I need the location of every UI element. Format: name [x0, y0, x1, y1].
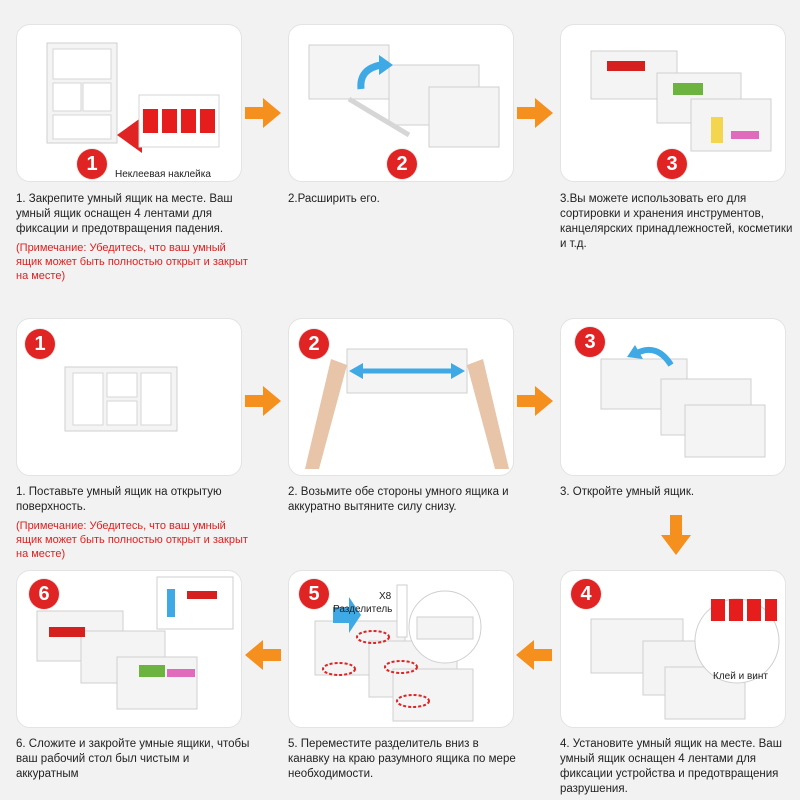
- divider-label: Разделитель: [333, 604, 393, 615]
- step-badge: 2: [387, 149, 417, 179]
- closed-organizer-illustration: [46, 42, 220, 153]
- bottom-step5-card: 5 X8 Разделитель: [288, 570, 514, 728]
- bottom-step3-text: 3. Откройте умный ящик.: [560, 486, 695, 498]
- organizer-on-surface-illustration: [64, 366, 178, 432]
- bottom-step4-text: 4. Установите умный ящик на месте. Ваш у…: [560, 738, 782, 795]
- pulling-organizer-illustration: [305, 348, 509, 469]
- top-step3-card: 3: [560, 24, 786, 182]
- down-arrow-icon: [661, 515, 691, 555]
- top-step2-text: 2.Расширить его.: [288, 193, 380, 205]
- bottom-step6-text: 6. Сложите и закройте умные ящики, чтобы…: [16, 738, 250, 780]
- step-badge: 6: [29, 579, 59, 609]
- bottom-step2-card: 2: [288, 318, 514, 476]
- step-badge: 2: [299, 329, 329, 359]
- step-badge: 3: [575, 327, 605, 357]
- x8-label: X8: [379, 591, 392, 602]
- top-step2-card: 2: [288, 24, 514, 182]
- bottom-step6-card: 6: [16, 570, 242, 728]
- right-arrow-icon: [245, 386, 281, 416]
- top-step1-text: 1. Закрепите умный ящик на месте. Ваш ум…: [16, 192, 250, 283]
- step-badge: 3: [657, 149, 687, 179]
- bottom-step5-text: 5. Переместите разделитель вниз в канавк…: [288, 738, 516, 780]
- filled-organizer-illustration: [590, 50, 772, 152]
- bottom-step2-text: 2. Возьмите обе стороны умного ящика и а…: [288, 486, 509, 513]
- top-step1-note: (Примечание: Убедитесь, что ваш умный ящ…: [16, 242, 248, 282]
- bottom-step4-card: 4 Клей и винт: [560, 570, 786, 728]
- top-step3-text: 3.Вы можете использовать его для сортиро…: [560, 193, 793, 250]
- expanding-organizer-illustration: [308, 44, 500, 148]
- bottom-step1-note: (Примечание: Убедитесь, что ваш умный ящ…: [16, 520, 248, 560]
- opening-organizer-illustration: [600, 345, 766, 458]
- glue-label: Клей и винт: [713, 671, 768, 682]
- step-badge: 1: [77, 149, 107, 179]
- right-arrow-icon: [517, 98, 553, 128]
- top-step1-card: 1 Неклеевая наклейка: [16, 24, 242, 182]
- right-arrow-icon: [517, 386, 553, 416]
- left-arrow-icon: [516, 640, 552, 670]
- left-arrow-icon: [245, 640, 281, 670]
- bottom-step1-text: 1. Поставьте умный ящик на открытую пове…: [16, 485, 250, 561]
- step-badge: 5: [299, 579, 329, 609]
- organized-workspace-illustration: [36, 576, 234, 710]
- step-badge: 1: [25, 329, 55, 359]
- sticker-label: Неклеевая наклейка: [115, 169, 211, 180]
- installed-organizer-illustration: [590, 598, 780, 720]
- bottom-step3-card: 3: [560, 318, 786, 476]
- divider-placement-illustration: [314, 584, 482, 722]
- step-badge: 4: [571, 579, 601, 609]
- right-arrow-icon: [245, 98, 281, 128]
- bottom-step1-card: 1: [16, 318, 242, 476]
